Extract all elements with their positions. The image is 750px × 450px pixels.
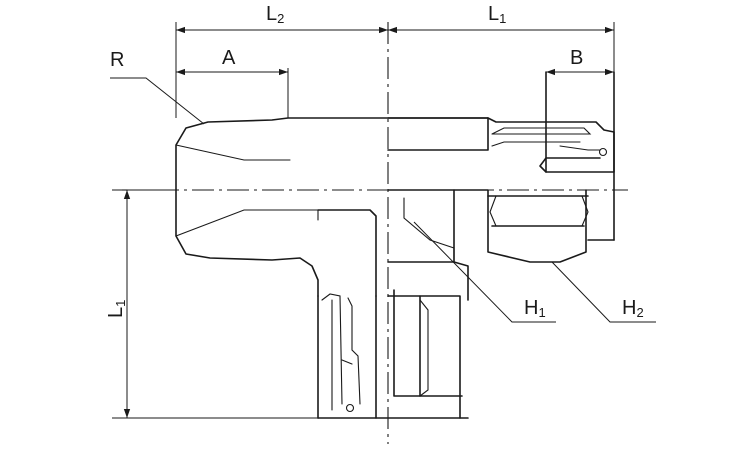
leader-R [110, 77, 205, 125]
label-H2: H2 [622, 297, 644, 320]
label-H1: H1 [524, 297, 546, 320]
leader-H2 [551, 261, 656, 323]
label-L2: L2 [266, 3, 284, 26]
dimension-A [176, 68, 289, 118]
dimension-L1-side [112, 189, 318, 419]
left-branch-outline [175, 117, 489, 297]
center-lines [122, 22, 628, 444]
right-branch-outline [387, 71, 615, 301]
label-L1-top: L1 [488, 3, 506, 26]
label-L1-side: L1 [105, 300, 128, 318]
label-A: A [222, 47, 236, 69]
leader-H1 [413, 221, 556, 323]
bottom-stem-outline [317, 289, 469, 419]
dimension-L2 [175, 22, 389, 118]
label-R: R [110, 49, 124, 71]
dimension-L1-top [388, 22, 615, 72]
label-B: B [570, 47, 583, 69]
